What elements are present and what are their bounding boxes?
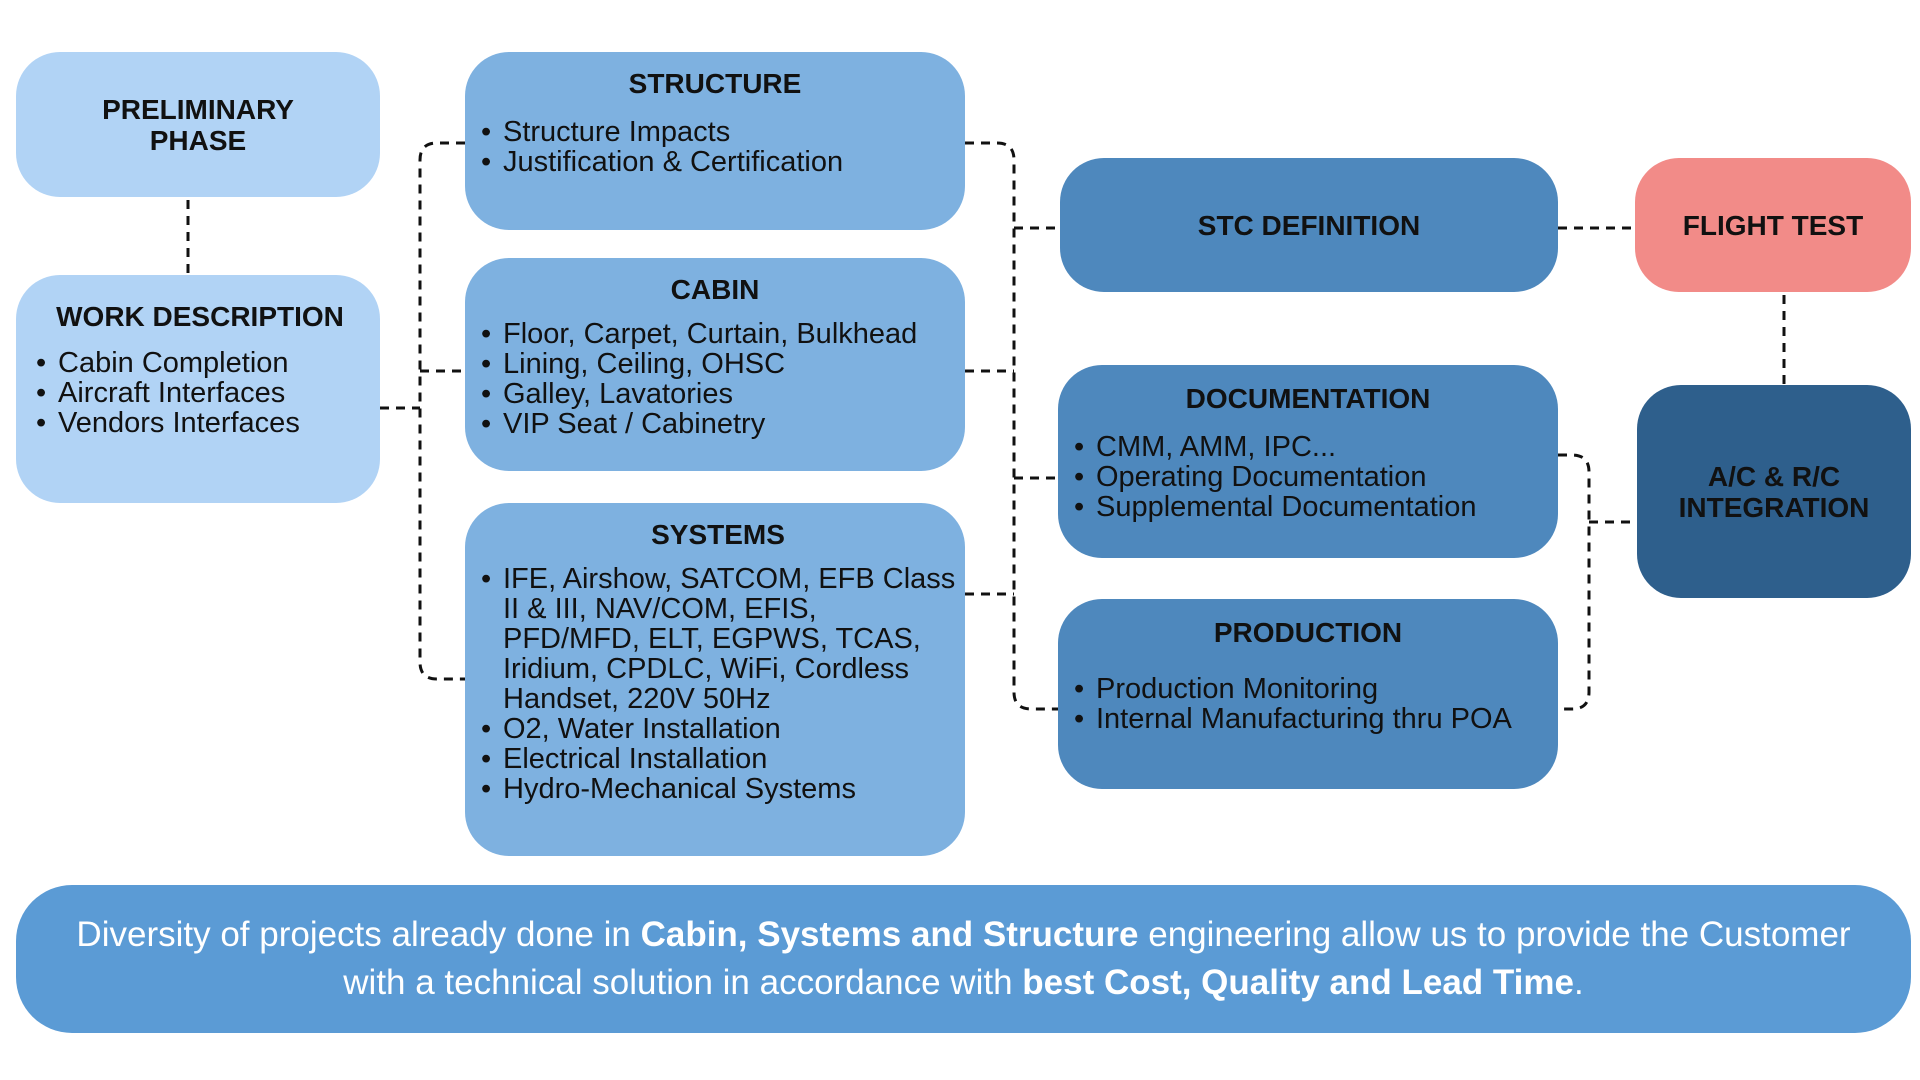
summary-text: Diversity of projects already done in Ca…: [76, 911, 1851, 1007]
list-item: Hydro-Mechanical Systems: [475, 774, 961, 804]
list-item: CMM, AMM, IPC...: [1068, 432, 1548, 462]
summary-banner: Diversity of projects already done in Ca…: [16, 885, 1911, 1033]
documentation-box: DOCUMENTATION CMM, AMM, IPC... Operating…: [1058, 365, 1558, 558]
cabin-box: CABIN Floor, Carpet, Curtain, Bulkhead L…: [465, 258, 965, 471]
production-box: PRODUCTION Production Monitoring Interna…: [1058, 599, 1558, 789]
list-item: Production Monitoring: [1068, 674, 1548, 704]
work-description-list: Cabin Completion Aircraft Interfaces Ven…: [30, 348, 370, 438]
list-item: VIP Seat / Cabinetry: [475, 409, 955, 439]
structure-box: STRUCTURE Structure Impacts Justificatio…: [465, 52, 965, 230]
preliminary-phase-title: PRELIMINARY PHASE: [102, 93, 294, 156]
stc-definition-title: STC DEFINITION: [1197, 209, 1421, 241]
list-item: Internal Manufacturing thru POA: [1068, 704, 1548, 734]
documentation-list: CMM, AMM, IPC... Operating Documentation…: [1068, 432, 1548, 522]
list-item: Supplemental Documentation: [1068, 492, 1548, 522]
list-item: IFE, Airshow, SATCOM, EFB Class II & III…: [475, 564, 961, 714]
flight-test-box: FLIGHT TEST: [1635, 158, 1911, 292]
preliminary-phase-box: PRELIMINARY PHASE: [16, 52, 380, 197]
flight-test-title: FLIGHT TEST: [1682, 209, 1864, 241]
list-item: Cabin Completion: [30, 348, 370, 378]
list-item: Justification & Certification: [475, 147, 955, 177]
summary-bold-2: best Cost, Quality and Lead Time: [1022, 963, 1574, 1002]
list-item: Structure Impacts: [475, 117, 955, 147]
summary-part-2: engineering allow us to provide the Cust…: [343, 915, 1851, 1002]
stc-definition-box: STC DEFINITION: [1060, 158, 1558, 292]
summary-bold-1: Cabin, Systems and Structure: [640, 915, 1139, 954]
systems-title: SYSTEMS: [651, 519, 785, 550]
list-item: Operating Documentation: [1068, 462, 1548, 492]
summary-part-3: .: [1573, 963, 1584, 1002]
integration-title: A/C & R/C INTEGRATION: [1678, 460, 1870, 523]
integration-box: A/C & R/C INTEGRATION: [1637, 385, 1911, 598]
bus-right: [1558, 453, 1591, 711]
cabin-title: CABIN: [670, 274, 760, 305]
list-item: O2, Water Installation: [475, 714, 961, 744]
cabin-list: Floor, Carpet, Curtain, Bulkhead Lining,…: [475, 319, 955, 439]
production-list: Production Monitoring Internal Manufactu…: [1068, 674, 1548, 734]
list-item: Lining, Ceiling, OHSC: [475, 349, 955, 379]
bus-middle: [965, 141, 1058, 711]
structure-title: STRUCTURE: [628, 68, 802, 99]
production-title: PRODUCTION: [1213, 617, 1403, 648]
work-description-title: WORK DESCRIPTION: [56, 301, 344, 332]
structure-list: Structure Impacts Justification & Certif…: [475, 117, 955, 177]
list-item: Vendors Interfaces: [30, 408, 370, 438]
list-item: Aircraft Interfaces: [30, 378, 370, 408]
list-item: Floor, Carpet, Curtain, Bulkhead: [475, 319, 955, 349]
systems-box: SYSTEMS IFE, Airshow, SATCOM, EFB Class …: [465, 503, 965, 856]
summary-part-1: Diversity of projects already done in: [76, 915, 641, 954]
bus-left: [418, 141, 465, 681]
documentation-title: DOCUMENTATION: [1185, 383, 1431, 414]
work-description-box: WORK DESCRIPTION Cabin Completion Aircra…: [16, 275, 380, 503]
list-item: Electrical Installation: [475, 744, 961, 774]
systems-list: IFE, Airshow, SATCOM, EFB Class II & III…: [475, 564, 961, 804]
list-item: Galley, Lavatories: [475, 379, 955, 409]
